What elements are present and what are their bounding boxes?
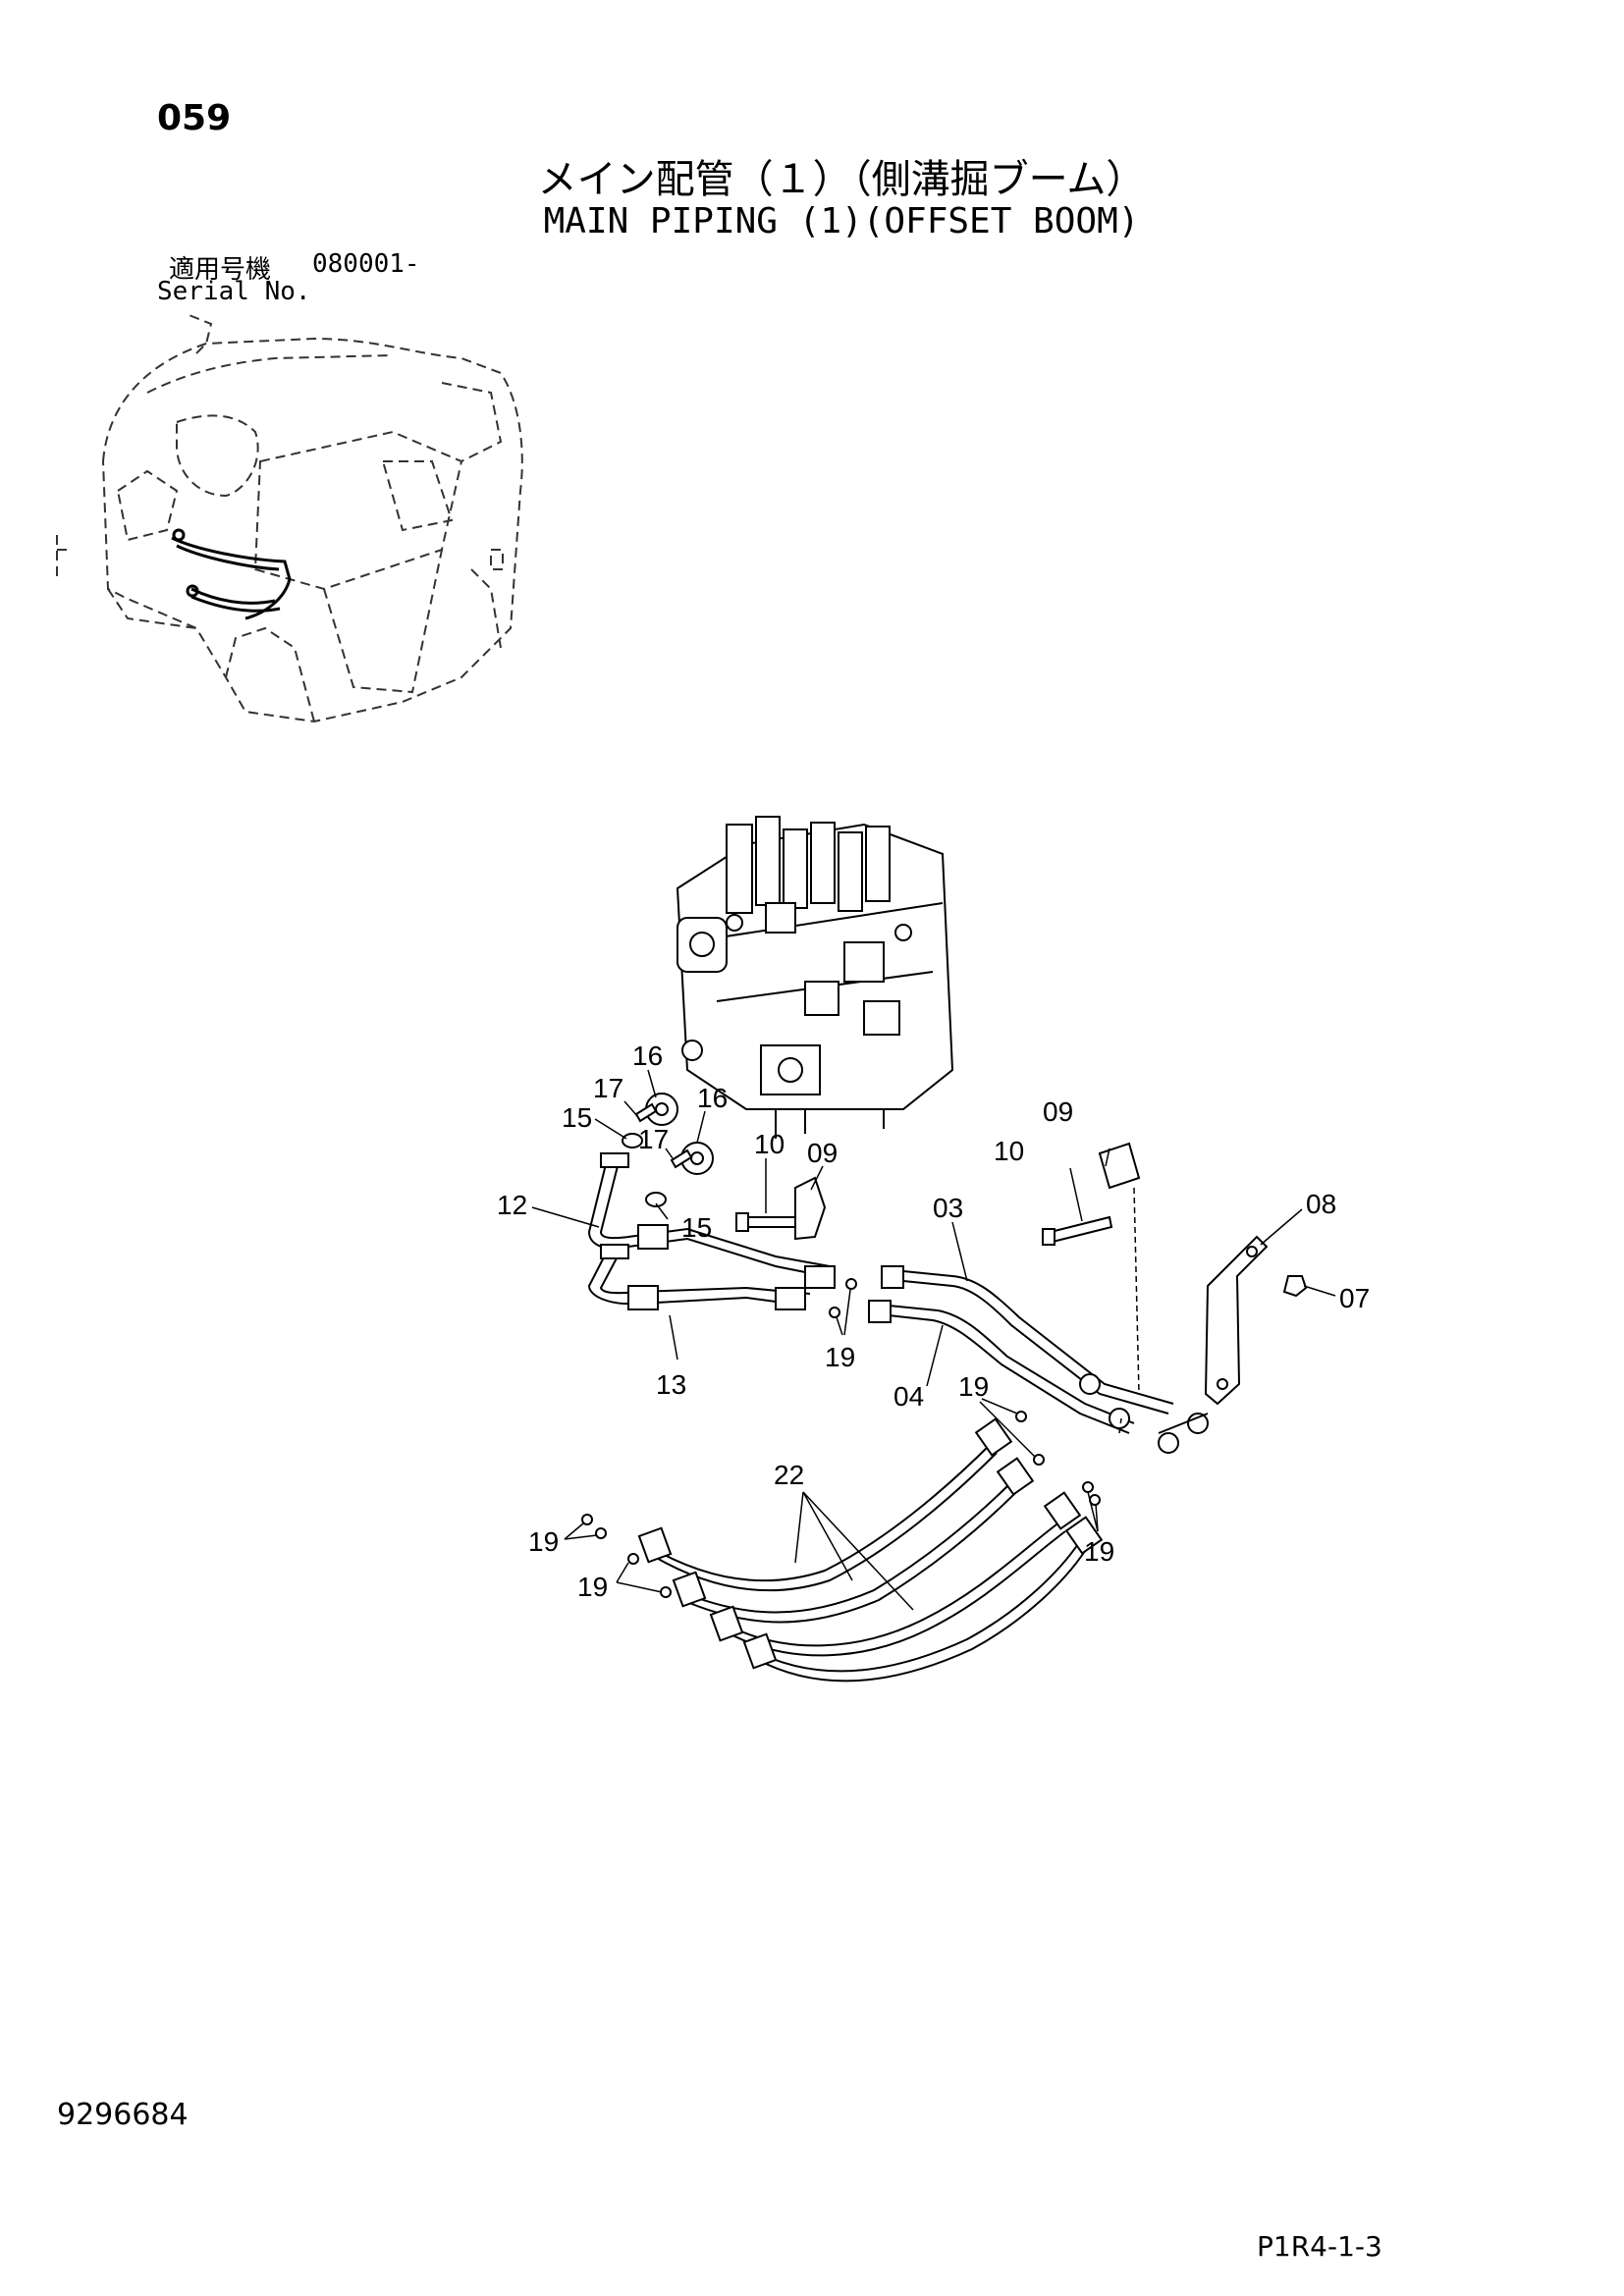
callout-15: 15 bbox=[562, 1102, 592, 1133]
pipe-13 bbox=[587, 1244, 836, 1310]
title-english: MAIN PIPING (1)(OFFSET BOOM) bbox=[543, 201, 1140, 241]
callout-10: 10 bbox=[754, 1129, 785, 1159]
callout-19: 19 bbox=[1084, 1536, 1114, 1567]
pipe-03 bbox=[881, 1265, 1174, 1415]
callout-04: 04 bbox=[893, 1381, 924, 1412]
serial-label-english: Serial No. bbox=[157, 277, 311, 306]
page-number: 059 bbox=[157, 98, 232, 138]
callout-19: 19 bbox=[825, 1342, 855, 1372]
callout-22: 22 bbox=[774, 1460, 804, 1490]
callout-13: 13 bbox=[656, 1369, 686, 1400]
callout-09: 09 bbox=[1043, 1096, 1073, 1127]
hoses-22 bbox=[637, 1417, 1104, 1682]
serial-label-japanese: 適用号機 bbox=[169, 255, 272, 285]
callout-17: 17 bbox=[638, 1124, 669, 1154]
serial-value: 080001- bbox=[312, 249, 420, 279]
callout-12: 12 bbox=[497, 1190, 527, 1220]
callout-03: 03 bbox=[933, 1193, 963, 1223]
o-rings-19 bbox=[581, 1278, 1101, 1598]
bracket-08 bbox=[1158, 1235, 1308, 1434]
callout-08: 08 bbox=[1306, 1189, 1336, 1219]
leader-lines bbox=[531, 1069, 1336, 1611]
title-japanese: メイン配管（１）（側溝掘ブーム） bbox=[537, 157, 1146, 202]
pipe-04 bbox=[868, 1300, 1209, 1454]
callout-07: 07 bbox=[1339, 1283, 1370, 1313]
callout-19: 19 bbox=[528, 1526, 559, 1557]
callout-10: 10 bbox=[994, 1136, 1024, 1166]
callout-16: 16 bbox=[697, 1083, 728, 1113]
callout-19: 19 bbox=[958, 1371, 989, 1402]
callout-17: 17 bbox=[593, 1073, 623, 1103]
callout-15: 15 bbox=[681, 1212, 712, 1243]
callout-labels: 16 17 15 16 17 10 09 12 15 03 09 10 08 0… bbox=[497, 1041, 1370, 1602]
page-code: P1R4-1-3 bbox=[1257, 2230, 1382, 2263]
control-valve bbox=[676, 816, 954, 1139]
callout-16: 16 bbox=[632, 1041, 663, 1071]
pipe-12 bbox=[587, 1152, 831, 1277]
document-number: 9296684 bbox=[57, 2098, 189, 2132]
callout-09: 09 bbox=[807, 1138, 838, 1168]
callout-19: 19 bbox=[577, 1572, 608, 1602]
inset-highlighted-piping bbox=[171, 528, 292, 620]
machine-overview-inset bbox=[56, 313, 523, 723]
flange-parts bbox=[622, 1093, 1141, 1246]
